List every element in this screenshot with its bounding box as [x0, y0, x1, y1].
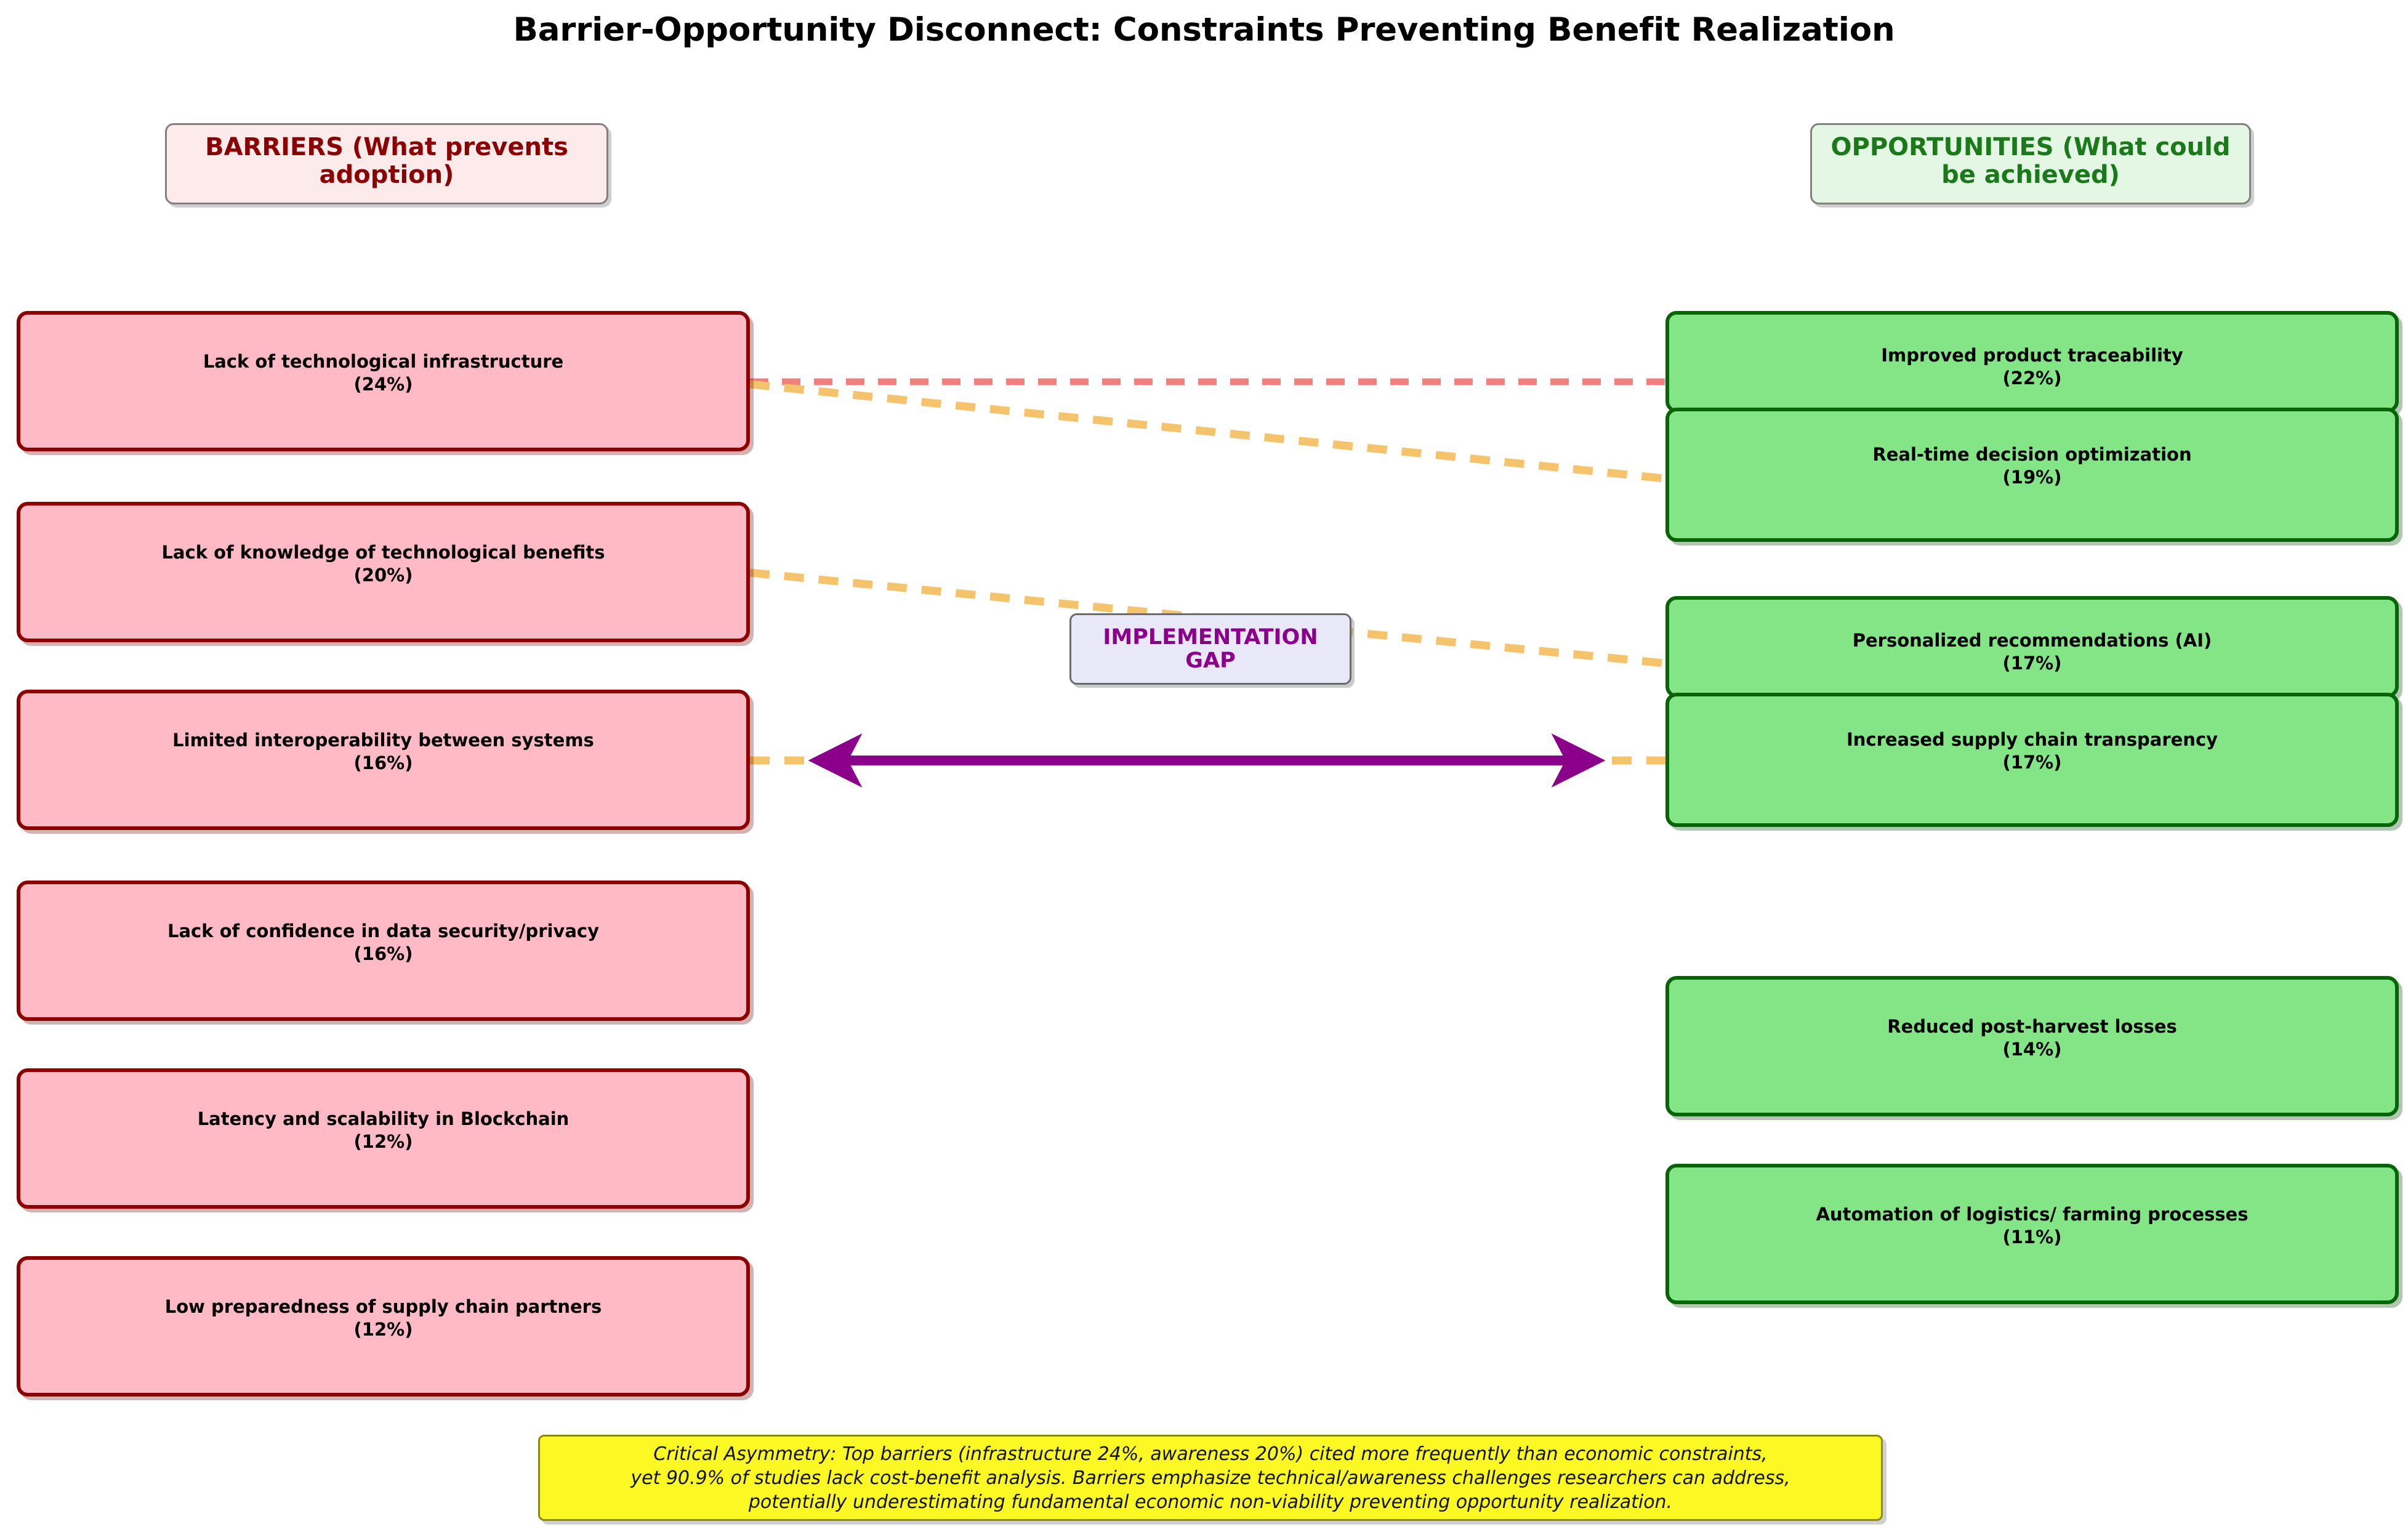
barrier-node-1[interactable]: Lack of technological infrastructure (24…	[17, 311, 750, 451]
barrier-node-4[interactable]: Lack of confidence in data security/priv…	[17, 881, 750, 1021]
opportunity-node-5-percent: (14%)	[2002, 1039, 2062, 1060]
barrier-node-6-label: Low preparedness of supply chain partner…	[164, 1296, 602, 1317]
opportunity-node-1[interactable]: Improved product traceability (22%)	[1665, 311, 2399, 413]
implementation-gap-line2: GAP	[1185, 648, 1236, 673]
barrier-node-2-label: Lack of knowledge of technological benef…	[161, 542, 605, 563]
barrier-node-4-label: Lack of confidence in data security/priv…	[167, 921, 599, 941]
column-header-barriers: BARRIERS (What prevents adoption)	[165, 123, 608, 204]
opportunity-node-1-label: Improved product traceability	[1881, 345, 2183, 366]
opportunity-node-2-label: Real-time decision optimization	[1872, 444, 2192, 465]
footnote-line-1: Critical Asymmetry: Top barriers (infras…	[653, 1443, 1768, 1465]
barrier-node-5-label: Latency and scalability in Blockchain	[197, 1108, 570, 1129]
footnote-line-3: potentially underestimating fundamental …	[748, 1491, 1673, 1513]
barrier-node-5-percent: (12%)	[353, 1131, 413, 1153]
column-header-opportunities-title: OPPORTUNITIES	[1830, 133, 2054, 161]
barrier-node-6-percent: (12%)	[353, 1319, 413, 1340]
barrier-node-3[interactable]: Limited interoperability between systems…	[17, 690, 750, 830]
barrier-node-3-label: Limited interoperability between systems	[172, 730, 594, 751]
implementation-gap-line1: IMPLEMENTATION	[1103, 624, 1318, 650]
opportunity-node-6-percent: (11%)	[2002, 1227, 2062, 1248]
barrier-node-6[interactable]: Low preparedness of supply chain partner…	[17, 1256, 750, 1397]
opportunity-node-5-label: Reduced post-harvest losses	[1887, 1016, 2177, 1037]
opportunity-node-2[interactable]: Real-time decision optimization (19%)	[1665, 408, 2399, 542]
opportunity-node-1-percent: (22%)	[2002, 368, 2062, 389]
link-infrastructure-to-decision-optimization	[749, 380, 1670, 483]
column-header-barriers-title: BARRIERS	[205, 133, 344, 161]
opportunity-node-5[interactable]: Reduced post-harvest losses (14%)	[1665, 976, 2399, 1116]
opportunity-node-4-label: Increased supply chain transparency	[1846, 729, 2218, 750]
column-header-barriers-subtitle: (What prevents adoption)	[319, 133, 568, 189]
opportunity-node-6-label: Automation of logistics/ farming process…	[1816, 1204, 2249, 1225]
opportunity-node-3-label: Personalized recommendations (AI)	[1852, 630, 2212, 651]
barrier-node-2[interactable]: Lack of knowledge of technological benef…	[17, 502, 750, 642]
footnote-line-2: yet 90.9% of studies lack cost-benefit a…	[630, 1467, 1790, 1489]
opportunity-node-2-percent: (19%)	[2002, 467, 2062, 488]
opportunity-node-3[interactable]: Personalized recommendations (AI) (17%)	[1665, 596, 2399, 698]
footnote-callout: Critical Asymmetry: Top barriers (infras…	[538, 1435, 1883, 1521]
column-header-opportunities-subtitle: (What could be achieved)	[1941, 133, 2231, 189]
barrier-node-5[interactable]: Latency and scalability in Blockchain (1…	[17, 1068, 750, 1209]
opportunity-node-6[interactable]: Automation of logistics/ farming process…	[1665, 1164, 2399, 1304]
barrier-node-3-percent: (16%)	[353, 752, 413, 774]
opportunity-node-4[interactable]: Increased supply chain transparency (17%…	[1665, 693, 2399, 827]
barrier-node-2-percent: (20%)	[353, 565, 413, 586]
barrier-node-1-label: Lack of technological infrastructure	[203, 351, 564, 372]
barrier-node-1-percent: (24%)	[353, 374, 413, 395]
page-title: Barrier-Opportunity Disconnect: Constrai…	[513, 11, 1895, 49]
implementation-gap-chip: IMPLEMENTATION GAP	[1069, 613, 1351, 685]
opportunity-node-3-percent: (17%)	[2002, 653, 2062, 674]
column-header-opportunities: OPPORTUNITIES (What could be achieved)	[1810, 123, 2251, 204]
opportunity-node-4-percent: (17%)	[2002, 752, 2062, 773]
barrier-node-4-percent: (16%)	[353, 943, 413, 965]
